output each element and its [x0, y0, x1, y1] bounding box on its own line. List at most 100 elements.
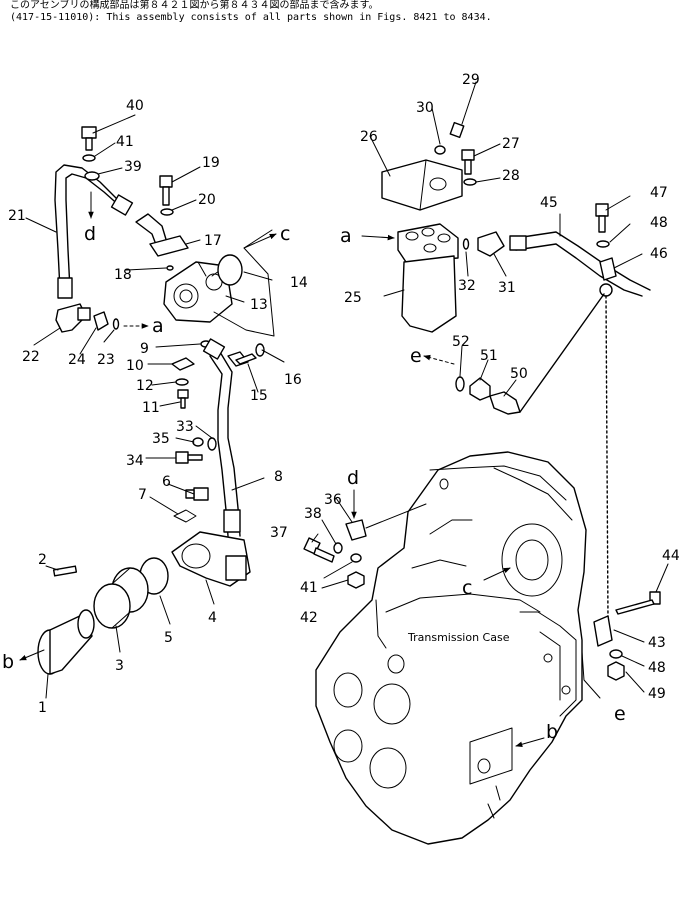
part-label-6: 6 [162, 474, 171, 490]
part-label-48b: 48 [648, 660, 666, 676]
o-ring-14-shape [217, 254, 243, 286]
part-label-31: 31 [498, 280, 516, 296]
bracket-26 [381, 159, 463, 211]
washer-20-shape [160, 208, 174, 216]
letter-b-left: b [2, 651, 14, 673]
fitting-51 [469, 377, 491, 401]
header-english-line: (417-15-11010): This assembly consists o… [10, 12, 492, 23]
letter-e-case: e [614, 703, 626, 725]
leader-lines [25, 81, 669, 699]
part-label-52: 52 [452, 334, 470, 350]
part-label-49: 49 [648, 686, 666, 702]
part-label-42: 42 [300, 610, 318, 626]
pin-2 [52, 565, 78, 577]
pump-13 [163, 261, 233, 323]
letter-e-top: e [410, 345, 422, 367]
header-japanese-line: このアセンブリの構成部品は第８４２１図から第８４３４図の部品まで含みます。 [10, 0, 379, 11]
case-4 [171, 531, 251, 587]
part-label-44: 44 [662, 548, 680, 564]
washer-16-shape [255, 343, 265, 357]
part-label-21: 21 [8, 208, 26, 224]
washer-41b-shape [350, 553, 362, 563]
washer-12-shape [175, 378, 189, 386]
part-label-47: 47 [650, 185, 668, 201]
o-ring-23-shape [112, 318, 120, 330]
part-label-37: 37 [270, 525, 288, 541]
transmission-case [315, 451, 587, 845]
bolt-44 [615, 591, 661, 615]
part-label-2: 2 [38, 552, 47, 568]
bolt-6 [185, 487, 209, 501]
hose-21 [54, 164, 134, 299]
part-label-14: 14 [290, 275, 308, 291]
part-label-8: 8 [274, 469, 283, 485]
bolt-37 [303, 537, 335, 563]
part-label-35: 35 [152, 431, 170, 447]
bolt-10 [171, 357, 195, 371]
letter-a-right: a [340, 225, 352, 247]
bolt-24 [93, 311, 109, 331]
nut-49 [607, 661, 625, 681]
filter-25 [397, 223, 459, 333]
bolt-40 [81, 126, 97, 151]
letter-b-right: b [546, 721, 558, 743]
part-label-9: 9 [140, 341, 149, 357]
bracket-36-line [365, 503, 427, 529]
bracket-36 [345, 519, 367, 541]
transmission-case-label: Transmission Case [407, 631, 510, 644]
elbow-fitting-22 [55, 303, 91, 333]
part-label-7: 7 [138, 487, 147, 503]
part-label-51: 51 [480, 348, 498, 364]
washer-38-shape [333, 542, 343, 554]
part-label-36: 36 [324, 492, 342, 508]
part-label-41b: 41 [300, 580, 318, 596]
pipe-17 [135, 213, 189, 257]
o-ring-18-shape [166, 265, 174, 271]
letter-a-left: a [152, 315, 164, 337]
part-label-41: 41 [116, 134, 134, 150]
part-label-4: 4 [208, 610, 217, 626]
bolt-15 [227, 351, 257, 367]
part-label-25: 25 [344, 290, 362, 306]
reference-arrows [19, 191, 545, 747]
part-label-29: 29 [462, 72, 480, 88]
part-label-18: 18 [114, 267, 132, 283]
part-label-43: 43 [648, 635, 666, 651]
part-label-17: 17 [204, 233, 222, 249]
part-label-40: 40 [126, 98, 144, 114]
part-label-30: 30 [416, 100, 434, 116]
clip-33-shape [207, 437, 217, 451]
hose-45 [509, 231, 651, 413]
part-label-23: 23 [97, 352, 115, 368]
part-label-46: 46 [650, 246, 668, 262]
washer-39-shape [84, 171, 100, 181]
bolt-19 [159, 175, 173, 206]
o-ring-52-shape [455, 376, 465, 392]
part-label-10: 10 [126, 358, 144, 374]
letter-c-top: c [280, 223, 290, 245]
bolt-30-29 [434, 121, 465, 155]
part-label-27: 27 [502, 136, 520, 152]
spacer-3 [93, 567, 149, 629]
part-label-34: 34 [126, 453, 144, 469]
part-label-3: 3 [115, 658, 124, 674]
part-label-20: 20 [198, 192, 216, 208]
header: このアセンブリの構成部品は第８４２１図から第８４３４図の部品まで含みます。 (4… [10, 0, 675, 24]
hose-45-clip-line [605, 295, 609, 621]
washer-41-shape [82, 154, 96, 162]
o-ring-32-shape [462, 238, 470, 250]
elbow-50 [489, 391, 521, 415]
fitting-31 [477, 231, 505, 257]
bolt-47-48-46 [595, 203, 617, 281]
part-label-38: 38 [304, 506, 322, 522]
washer-48b-shape [609, 649, 623, 659]
strainer-1 [37, 609, 95, 675]
bracket-43 [593, 615, 613, 647]
part-label-33: 33 [176, 419, 194, 435]
letter-d-case: d [347, 467, 359, 489]
part-label-12: 12 [136, 378, 154, 394]
part-label-5: 5 [164, 630, 173, 646]
part-label-22: 22 [22, 349, 40, 365]
bolt-11 [177, 389, 189, 409]
